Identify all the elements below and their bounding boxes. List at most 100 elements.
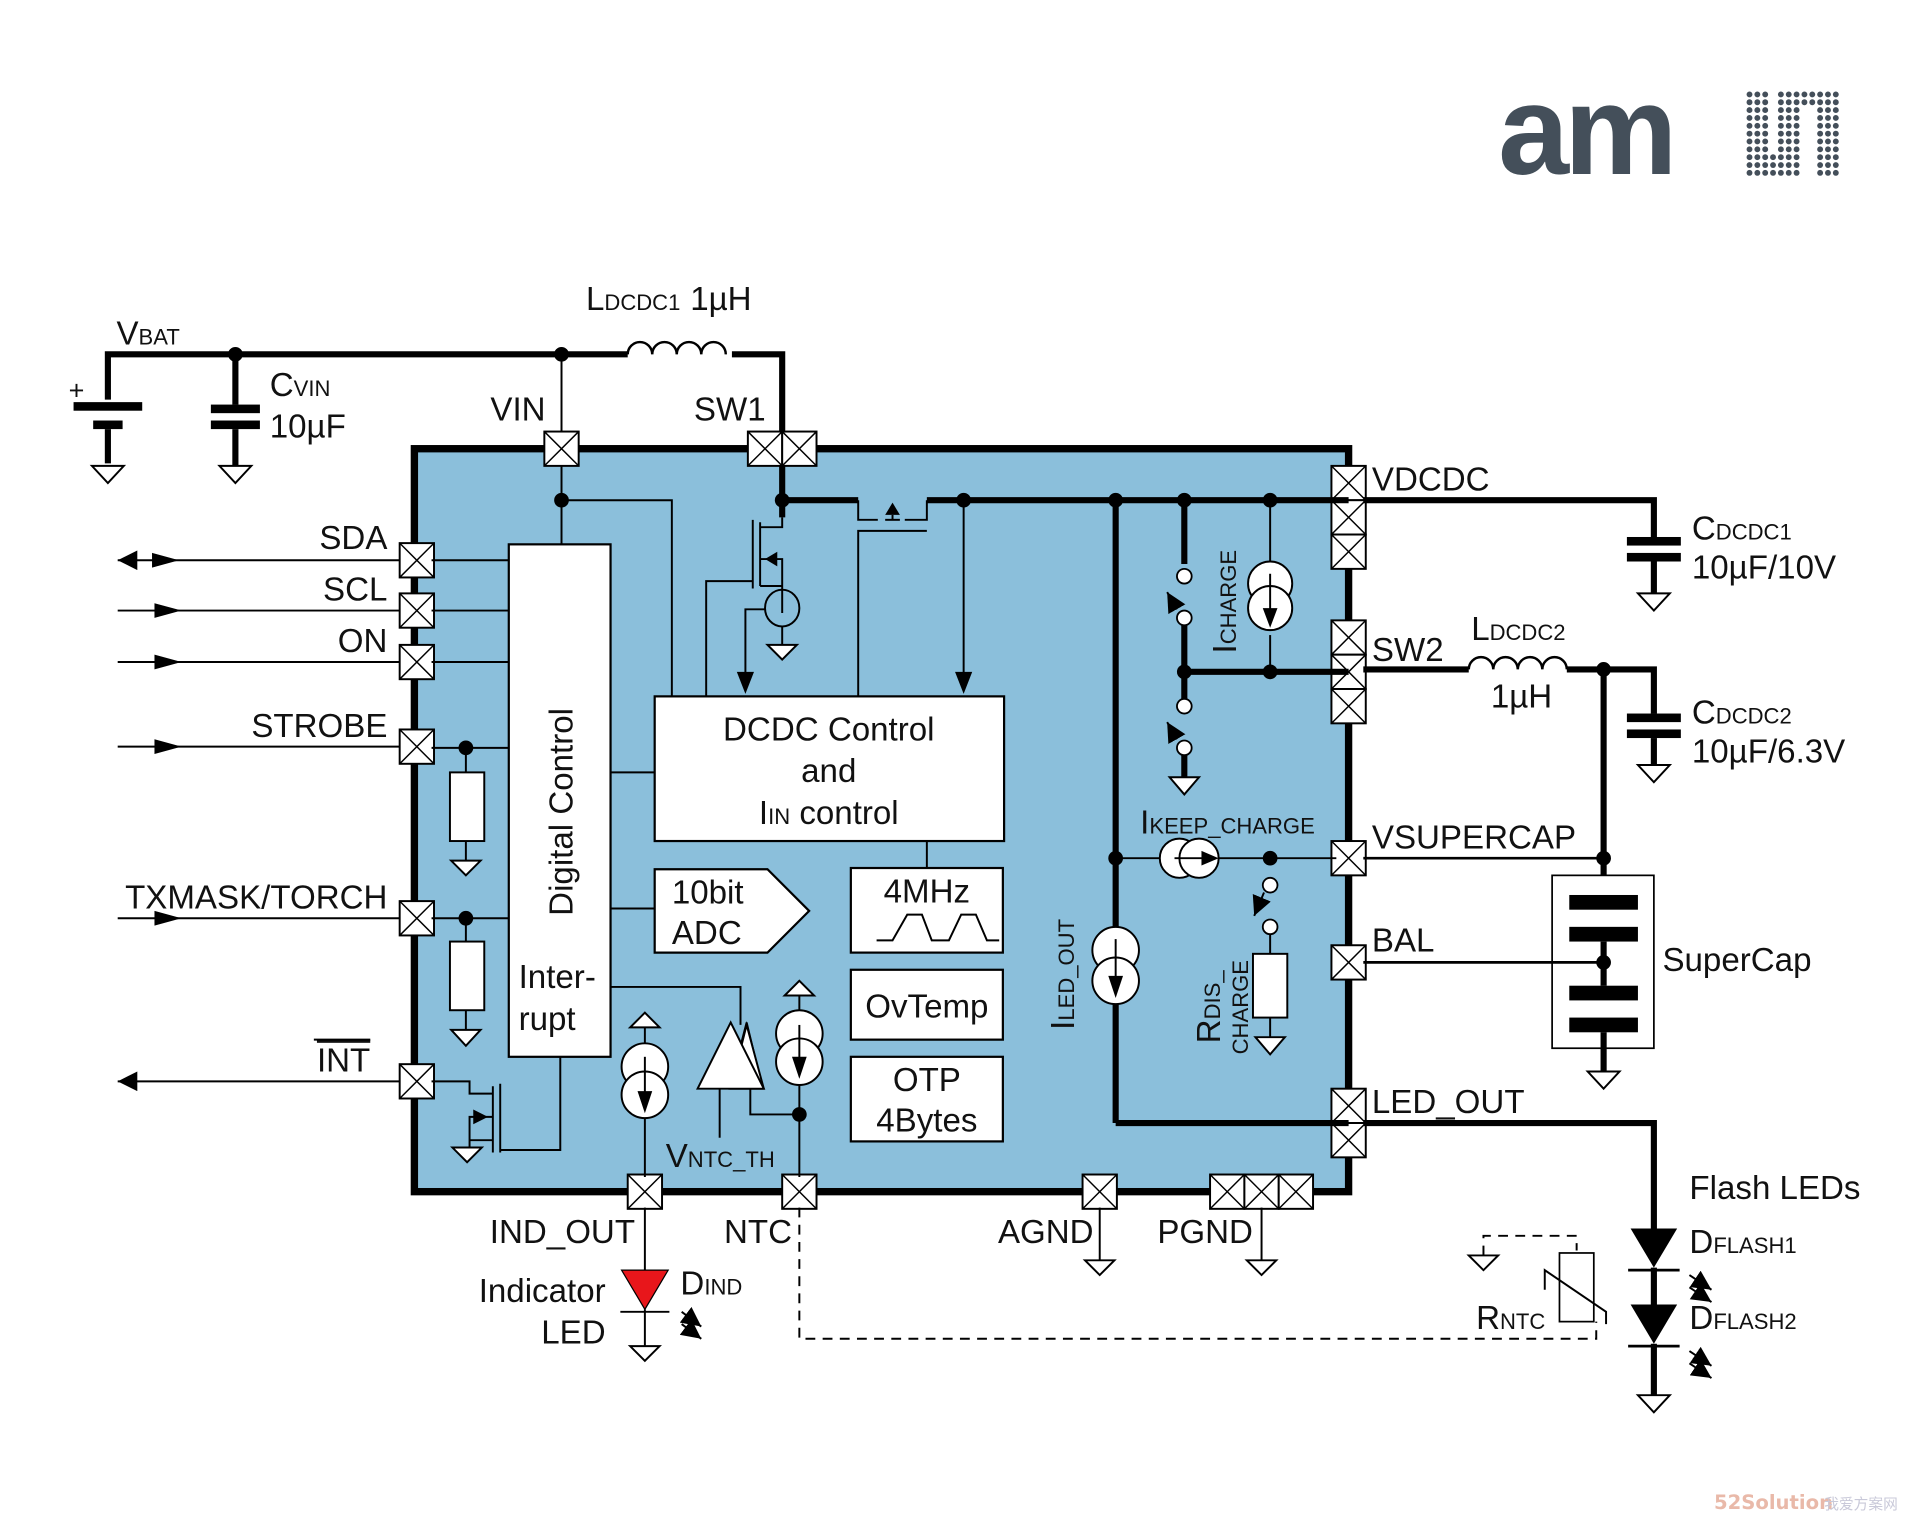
indicator-led-label-2: LED [541,1315,605,1352]
pin-pad [1277,1173,1315,1210]
dind-label: DIND [680,1266,742,1303]
logo-dot [1777,146,1784,153]
logo-dot [1825,122,1831,129]
dcdc-control-label-1: DCDC Control [723,712,934,749]
pin-pad [1330,533,1367,570]
logo-dot [1832,162,1839,168]
logo-dot [1746,146,1753,153]
logo-dot [1825,130,1831,137]
ldcdc1-inductor [626,340,728,355]
vin-pin-label: VIN [490,392,545,429]
oscillator-label: 4MHz [884,873,970,910]
ground-icon [448,1028,483,1048]
pin-pad [1081,1173,1118,1210]
logo-dot [1801,99,1808,106]
logo-dot [1793,169,1800,176]
logo-dot [1785,162,1792,168]
logo-dot [1754,122,1761,129]
pin-pad [543,430,580,467]
vbat-rail: + [69,340,786,485]
logo-dot [1832,138,1839,145]
adc-label-1: 10bit [672,875,744,912]
logo-dot [1825,138,1831,145]
ground-icon [1082,1259,1117,1277]
logo-dot [1746,91,1753,98]
interrupt-label-2: rupt [519,1001,576,1038]
resistor-rdis-charge [1251,952,1289,1019]
ldcdc2-label: LDCDC2 [1471,611,1565,648]
logo-dot [1762,162,1769,168]
logo-dot [1801,91,1808,98]
logo-dot [1785,146,1792,153]
logo-dot [1746,154,1753,161]
logo-dot [1793,107,1800,114]
pin-pad [398,542,435,579]
logo-dot [1785,154,1792,161]
pin-pad [1330,499,1367,536]
logo-dot [1754,114,1761,121]
pin-pad [1209,1173,1246,1210]
logo-dot [1746,138,1753,145]
logo-dot [1762,130,1769,137]
supercap-label: SuperCap [1662,942,1811,979]
logo-dot [1746,122,1753,129]
int-label: INT [317,1043,370,1080]
logo-dot [1754,146,1761,153]
logo-dot [1832,146,1839,153]
adc-label-2: ADC [672,915,742,952]
logo-dot [1785,169,1792,176]
thermistor-rntc [1558,1252,1595,1323]
clock-waveform-icon [876,913,1000,942]
resistor-pulldown-txmask [448,940,486,1012]
logo-dot [1809,91,1816,98]
logo-dot [1793,99,1800,106]
logo-dot [1793,154,1800,161]
logo-dot [1777,99,1784,106]
indicator-led-icon [620,1269,670,1311]
flash-leds-label: Flash LEDs [1689,1170,1860,1207]
ground-icon [1253,1036,1287,1056]
ovtemp-label: OvTemp [865,989,988,1026]
logo-dot [1777,114,1784,121]
left-signals [117,550,400,1092]
pgnd-pin-label: PGND [1157,1214,1253,1251]
logo-dot [1777,138,1784,145]
logo-dot [1746,130,1753,137]
bottom-external [620,1207,1279,1363]
logo-dot [1746,107,1753,114]
pins [398,430,1367,1210]
logo-dot [1825,114,1831,121]
logo-dot [1832,122,1839,129]
logo-dot [1754,138,1761,145]
pin-pad [781,430,818,467]
ground-icon [1635,764,1673,784]
capacitor-cdcdc2 [1626,713,1681,723]
logo-dot [1793,91,1800,98]
logo-dot [1825,154,1831,161]
logo-dot [1825,99,1831,106]
logo-dot [1817,146,1824,153]
ground-icon [1585,1070,1622,1091]
logo-dot [1817,169,1824,176]
pin-pad [398,592,435,629]
logo-dot [1746,114,1753,121]
supply-icon [627,1011,662,1029]
txmask-torch-label: TXMASK/TORCH [125,879,387,916]
ground-icon [217,464,254,485]
logo-dot [1832,154,1839,161]
pin-pad [1330,944,1367,981]
logo-dot [1825,91,1831,98]
rdis-charge-label: RDIS_ [1191,970,1228,1044]
logo-dot [1825,169,1831,176]
logo-dot [1817,162,1824,168]
vbat-label: VBAT [116,316,179,353]
pin-pad [781,1173,818,1210]
pin-pad [1330,840,1367,877]
digital-control-block [507,543,612,1058]
logo-dot [1817,99,1824,106]
logo-dot [1832,99,1839,106]
logo-dot [1770,154,1776,161]
ground-icon [89,464,127,485]
logo-dot [1762,138,1769,145]
oscillator-block [849,866,1004,954]
